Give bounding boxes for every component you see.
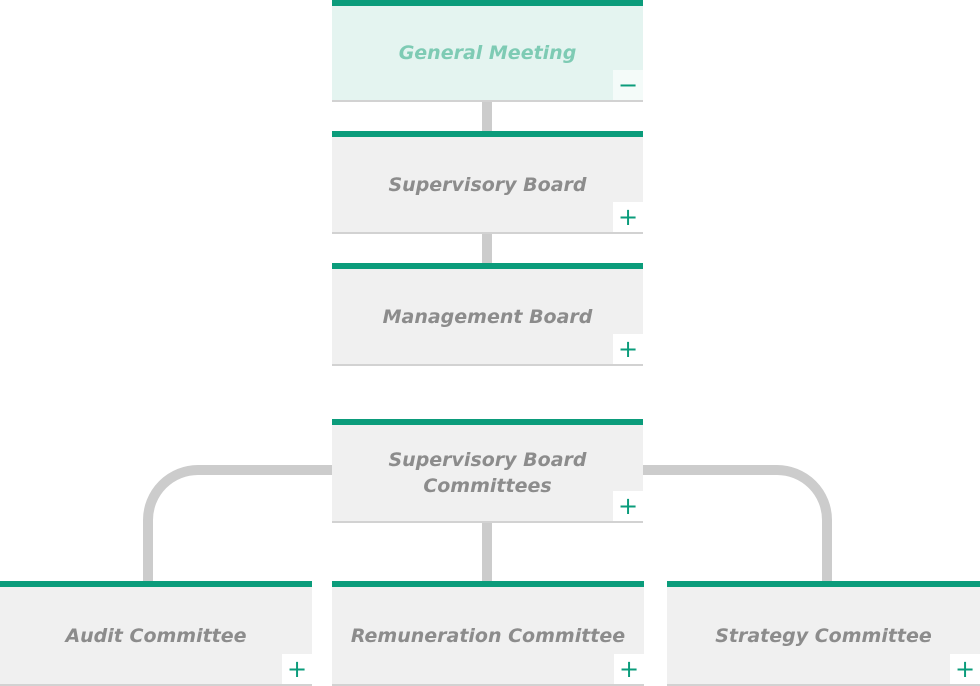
node-remuneration-committee-label: Remuneration Committee xyxy=(350,624,626,647)
node-audit-committee-label: Audit Committee xyxy=(65,624,247,647)
node-supervisory-board-label: Supervisory Board xyxy=(388,173,587,196)
expand-button-supervisory-board-committees[interactable]: + xyxy=(613,491,643,521)
node-general-meeting[interactable]: General Meeting − xyxy=(332,0,643,100)
node-remuneration-committee[interactable]: Remuneration Committee + xyxy=(332,581,644,684)
expand-button-management-board[interactable]: + xyxy=(613,334,643,364)
expand-button-supervisory-board[interactable]: + xyxy=(613,202,643,232)
node-general-meeting-label: General Meeting xyxy=(398,42,577,64)
node-management-board-label: Management Board xyxy=(382,305,593,328)
node-strategy-committee[interactable]: Strategy Committee + xyxy=(667,581,980,684)
expand-button-remuneration-committee[interactable]: + xyxy=(614,654,644,684)
node-supervisory-board-committees[interactable]: Supervisory Board Committees + xyxy=(332,419,643,521)
connector-committees-to-strategy xyxy=(643,465,832,585)
connector-committees-to-audit xyxy=(143,465,332,585)
expand-button-audit-committee[interactable]: + xyxy=(282,654,312,684)
node-supervisory-board-committees-label: Supervisory Board Committees xyxy=(388,449,587,497)
collapse-button-general-meeting[interactable]: − xyxy=(613,70,643,100)
node-supervisory-board[interactable]: Supervisory Board + xyxy=(332,131,643,232)
node-audit-committee[interactable]: Audit Committee + xyxy=(0,581,312,684)
node-strategy-committee-label: Strategy Committee xyxy=(715,624,932,647)
node-management-board[interactable]: Management Board + xyxy=(332,263,643,364)
expand-button-strategy-committee[interactable]: + xyxy=(950,654,980,684)
